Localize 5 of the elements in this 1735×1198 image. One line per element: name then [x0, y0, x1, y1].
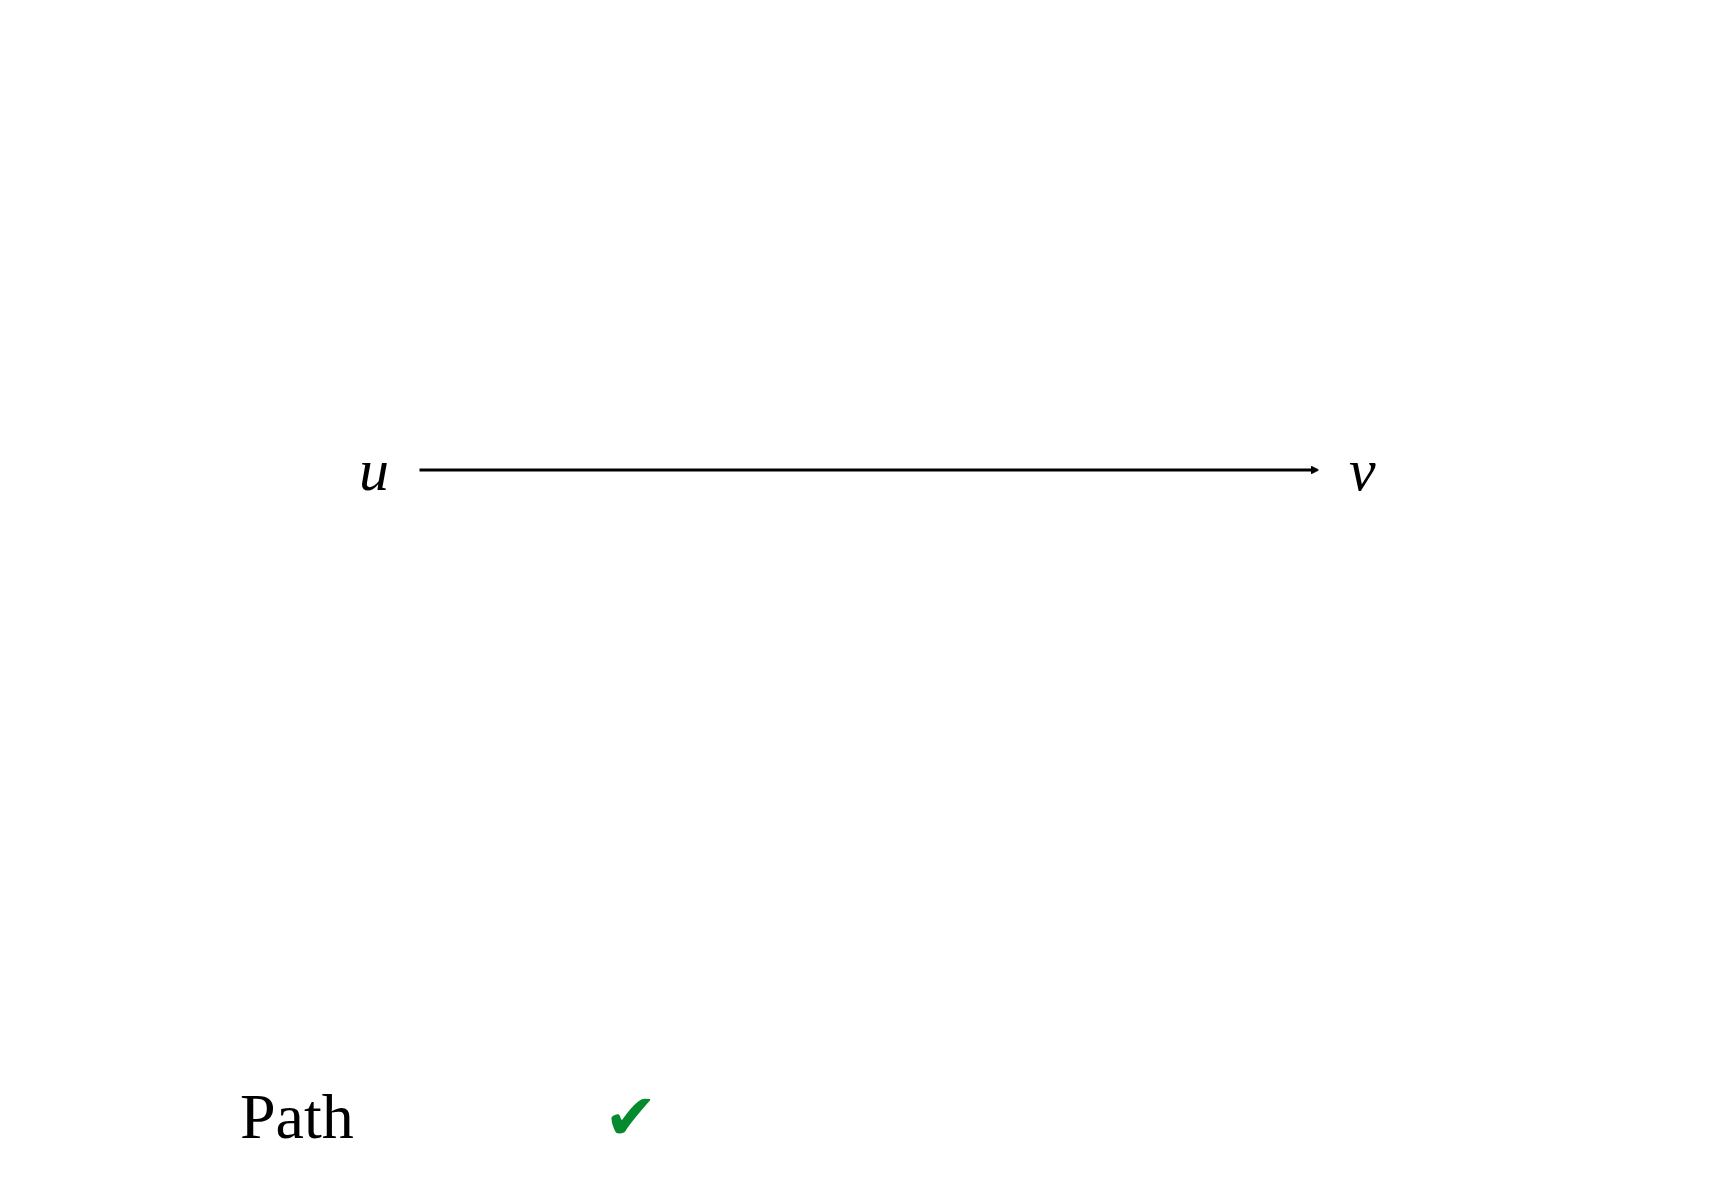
row-label: Path — [240, 1080, 354, 1154]
arrow — [419, 465, 1320, 475]
node-text: u — [359, 437, 390, 503]
check-mark: ✔ — [603, 1081, 658, 1155]
node-text: v — [1349, 437, 1376, 503]
